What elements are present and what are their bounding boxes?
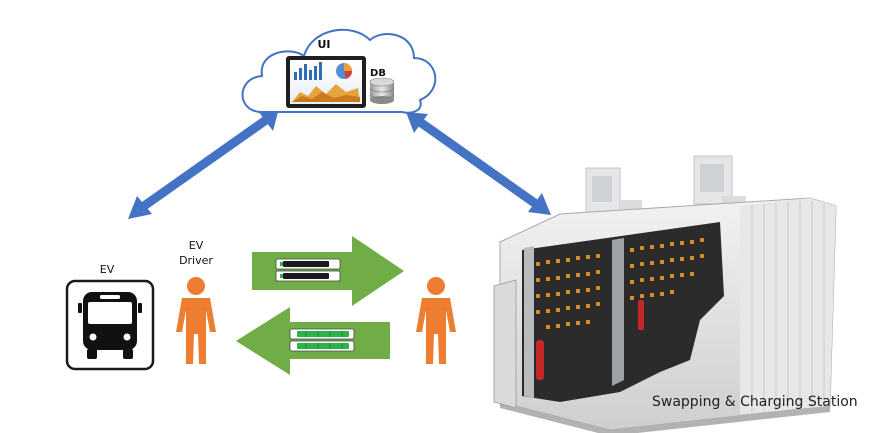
driver-person-icon — [176, 277, 216, 364]
database-icon — [369, 77, 395, 104]
cloud-station-link-arrow — [406, 112, 551, 215]
empty-battery-pack-icon — [275, 258, 341, 282]
ui-label: UI — [317, 38, 330, 51]
ev-driver-label-line1: EV — [189, 239, 204, 252]
dashboard-icon — [286, 56, 366, 108]
empty-battery-flow-arrow — [252, 236, 404, 306]
db-label: DB — [370, 68, 386, 79]
charged-battery-flow-arrow — [236, 307, 390, 375]
ev-label: EV — [100, 263, 115, 276]
bus-icon — [65, 279, 155, 371]
charged-battery-pack-icon — [289, 328, 355, 352]
cloud-ev-link-arrow — [128, 111, 278, 219]
operator-person-icon — [416, 277, 456, 364]
ev-driver-label-line2: Driver — [179, 254, 213, 267]
battery-station-image — [493, 155, 837, 433]
station-label: Swapping & Charging Station — [652, 394, 858, 410]
